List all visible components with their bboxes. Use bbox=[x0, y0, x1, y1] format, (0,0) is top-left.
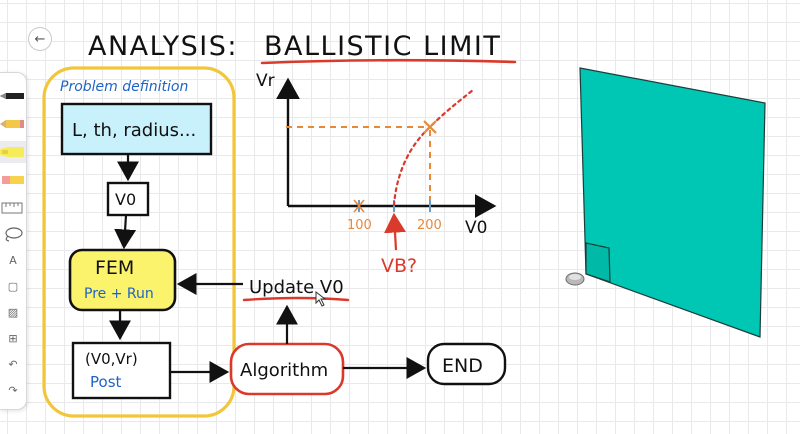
image-icon[interactable]: ▨ bbox=[7, 305, 19, 319]
vb-arrow bbox=[384, 212, 406, 251]
fem-box bbox=[68, 248, 177, 312]
graph-y-label: Vr bbox=[256, 71, 275, 91]
graph-x-label: V0 bbox=[465, 218, 487, 238]
tick-100-cross bbox=[353, 199, 365, 213]
fem-sub: Pre + Run bbox=[84, 286, 154, 302]
plate-corner-edge bbox=[585, 242, 611, 283]
pen-black-icon[interactable] bbox=[0, 85, 26, 107]
end-box bbox=[426, 342, 507, 386]
title-underline bbox=[260, 58, 517, 65]
params-box bbox=[60, 102, 213, 156]
v0-label: V0 bbox=[115, 190, 136, 209]
back-arrow-icon: ← bbox=[34, 31, 46, 47]
update-underline bbox=[242, 296, 350, 302]
page-title: BALLISTIC LIMIT bbox=[264, 31, 501, 62]
params-label: L, th, radius... bbox=[72, 120, 196, 141]
pencil-yellow-icon[interactable] bbox=[0, 113, 26, 135]
group-label: Problem definition bbox=[60, 79, 188, 95]
tick-200-label: 200 bbox=[417, 218, 442, 233]
undo-icon[interactable]: ↶ bbox=[8, 357, 18, 371]
ruler-icon[interactable] bbox=[0, 197, 26, 219]
post-box bbox=[71, 341, 172, 400]
lasso-icon[interactable] bbox=[0, 223, 26, 245]
sticky-note-icon[interactable]: ▢ bbox=[7, 279, 19, 293]
post-top: (V0,Vr) bbox=[85, 350, 138, 368]
back-button[interactable]: ← bbox=[28, 27, 52, 51]
update-label: Update V0 bbox=[249, 277, 344, 298]
eraser-icon[interactable] bbox=[0, 169, 26, 191]
mouse-pointer-icon bbox=[315, 290, 327, 307]
title-prefix: ANALYSIS: bbox=[88, 31, 238, 62]
tool-palette: A ▢ ▨ ⊞ ↶ ↷ bbox=[0, 72, 27, 410]
fem-title: FEM bbox=[95, 257, 134, 279]
arrow-v0-fem bbox=[114, 214, 137, 250]
problem-definition-group bbox=[42, 66, 236, 418]
ballistic-curve bbox=[392, 88, 475, 207]
post-bottom: Post bbox=[90, 373, 122, 391]
curve-intersection-marker bbox=[423, 120, 437, 134]
tick-100-label: 100 bbox=[347, 218, 372, 233]
vb-label: VB? bbox=[381, 255, 417, 277]
redo-icon[interactable]: ↷ bbox=[8, 383, 18, 397]
plate-model bbox=[579, 67, 766, 338]
projectile-icon bbox=[565, 272, 585, 286]
v0-box bbox=[106, 181, 150, 217]
add-icon[interactable]: ⊞ bbox=[8, 331, 18, 345]
highlighter-yellow-icon[interactable] bbox=[0, 141, 26, 163]
end-label: END bbox=[442, 355, 483, 377]
algorithm-label: Algorithm bbox=[240, 360, 328, 381]
text-tool-icon[interactable]: A bbox=[9, 253, 17, 267]
